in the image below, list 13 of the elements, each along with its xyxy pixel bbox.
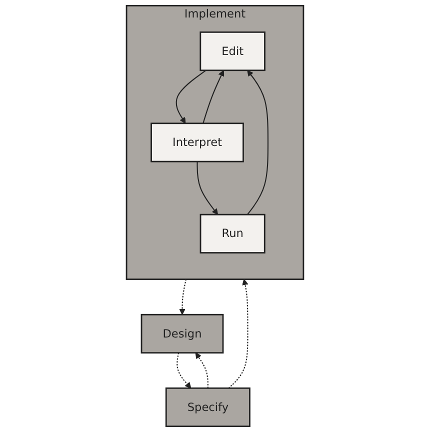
node-box: Run <box>200 214 266 254</box>
arrow <box>196 162 218 215</box>
arrow <box>202 70 224 124</box>
node-box: Design <box>140 314 224 354</box>
node-box: Edit <box>200 31 266 72</box>
node-box: Specify <box>165 387 250 428</box>
node-box: Interpret <box>150 122 244 162</box>
arrow <box>246 70 269 215</box>
arrow <box>176 352 192 388</box>
arrow <box>176 70 206 124</box>
arrow <box>228 279 248 389</box>
arrow <box>195 352 208 388</box>
arrow <box>179 279 187 315</box>
